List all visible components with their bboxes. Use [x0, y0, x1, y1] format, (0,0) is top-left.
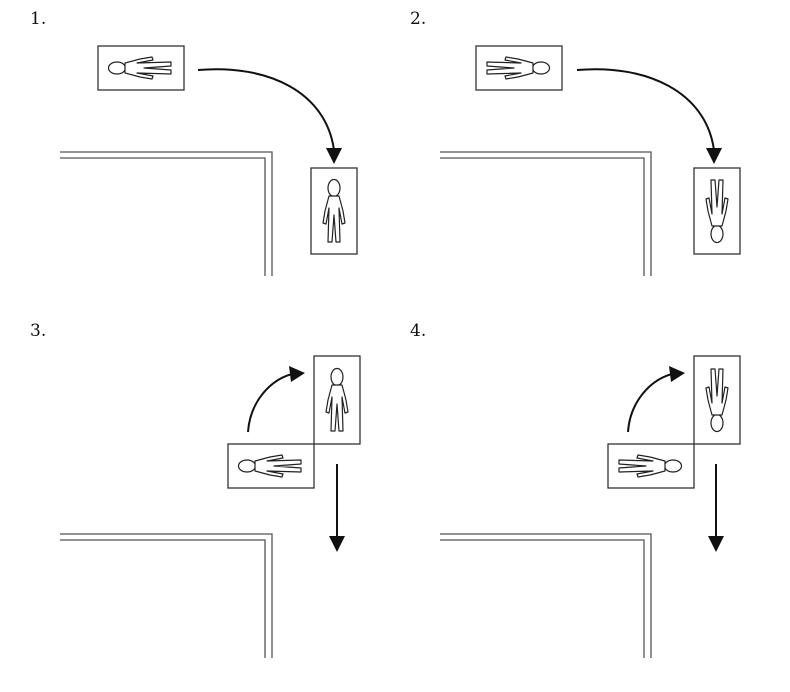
stretcher-vertical — [693, 167, 741, 255]
corridor-wall — [440, 151, 652, 276]
arrowhead-icon — [329, 536, 345, 552]
panel-1: 1. — [30, 9, 358, 276]
arrowhead-icon — [289, 366, 305, 382]
stretcher-horizontal — [475, 45, 563, 91]
turn-arrow — [197, 68, 342, 164]
arrowhead-icon — [708, 536, 724, 552]
down-arrow — [708, 464, 724, 552]
panel-2: 2. — [410, 9, 741, 276]
rotate-arrow — [247, 366, 305, 433]
rotate-arrow — [627, 366, 685, 433]
stretcher-vertical — [693, 355, 741, 445]
turn-arrow — [576, 68, 722, 164]
corridor-wall — [60, 533, 273, 658]
arrowhead-icon — [669, 366, 685, 382]
corridor-wall — [60, 151, 273, 276]
stretcher-horizontal — [227, 443, 315, 489]
down-arrow — [329, 464, 345, 552]
panel-4: 4. — [410, 321, 741, 658]
stretcher-vertical — [310, 167, 358, 255]
panel-2-label: 2. — [410, 9, 426, 29]
panel-1-label: 1. — [30, 9, 46, 29]
stretcher-horizontal — [97, 45, 185, 91]
arrowhead-icon — [326, 148, 342, 164]
panel-3: 3. — [30, 321, 361, 658]
panel-3-label: 3. — [30, 321, 46, 341]
corridor-wall — [440, 533, 652, 658]
stretcher-vertical — [313, 355, 361, 445]
arrowhead-icon — [706, 148, 722, 164]
panel-4-label: 4. — [410, 321, 426, 341]
stretcher-horizontal — [607, 443, 695, 489]
